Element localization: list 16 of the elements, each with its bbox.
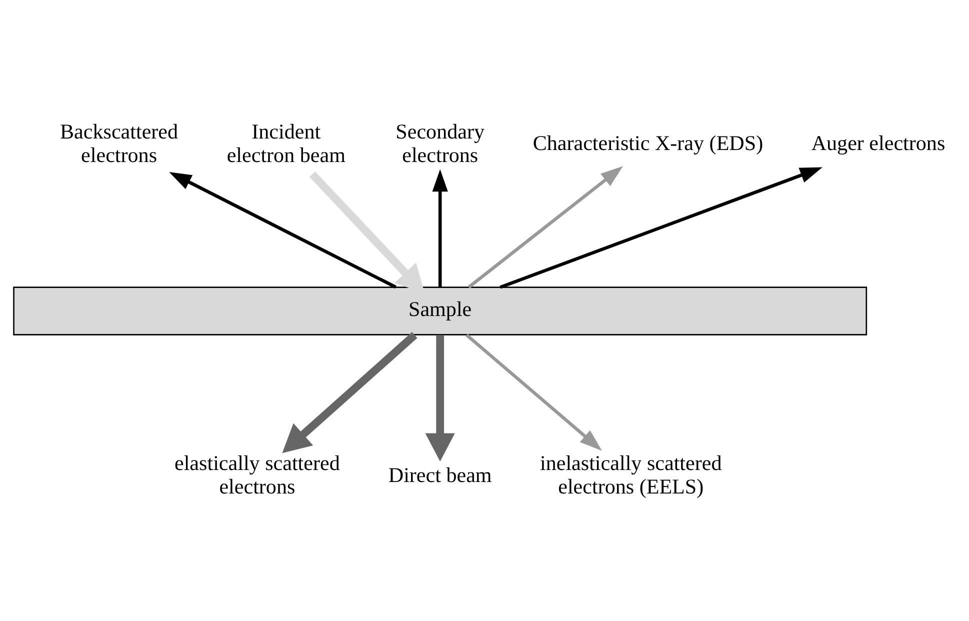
node-text: Direct beam bbox=[388, 462, 492, 486]
node-text: Secondary electrons bbox=[396, 118, 485, 167]
arrow bbox=[432, 168, 448, 287]
node-text: inelastically scattered electrons (EELS) bbox=[540, 450, 722, 498]
node-box: Sample bbox=[13, 286, 868, 335]
node-text: elastically scattered electrons bbox=[174, 450, 340, 498]
arrow bbox=[468, 166, 623, 288]
node-text: Auger electrons bbox=[811, 130, 946, 155]
node-text: Characteristic X-ray (EDS) bbox=[532, 130, 764, 155]
arrow bbox=[169, 171, 396, 288]
arrow bbox=[466, 333, 602, 450]
arrow bbox=[425, 334, 455, 461]
node-text: Incident electron beam bbox=[226, 118, 346, 167]
node-text: Backscattered electrons bbox=[60, 118, 178, 167]
arrow bbox=[282, 332, 418, 453]
arrow bbox=[500, 166, 822, 288]
